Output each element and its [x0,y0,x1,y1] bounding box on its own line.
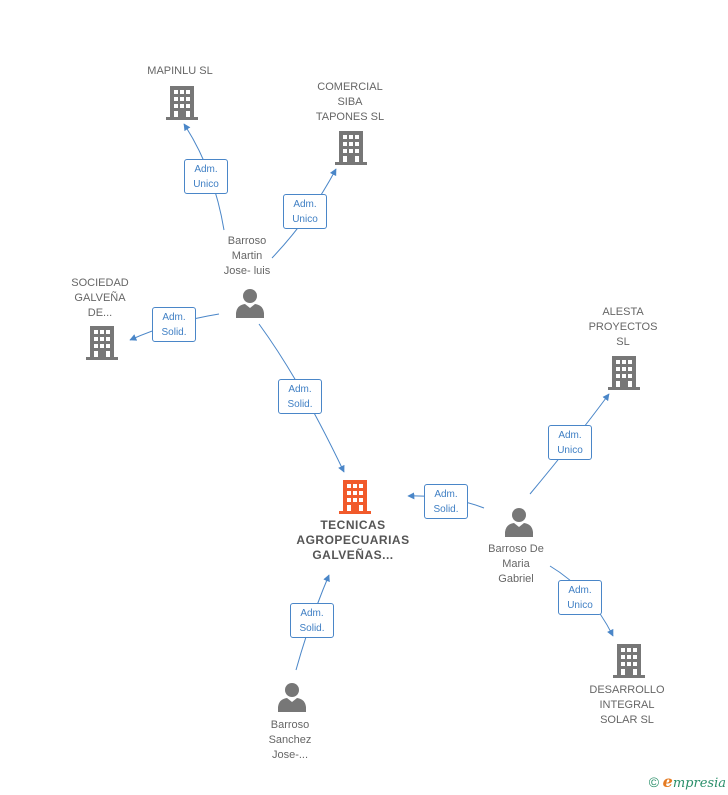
building-icon [335,131,367,165]
empresia-logo: empresia [662,772,726,791]
edge-label-martin-comercial[interactable]: Adm. Unico [283,194,327,229]
building-icon [339,480,371,514]
edge-label-martin-tecnicas[interactable]: Adm. Solid. [278,379,322,414]
edge-label-sanchez-tecnicas[interactable]: Adm. Solid. [290,603,334,638]
person-icon [278,683,306,712]
edge-label-maria-alesta[interactable]: Adm. Unico [548,425,592,460]
company-label-mapinlu: MAPINLU SL [147,65,213,77]
company-label-comercial: COMERCIAL SIBA TAPONES SL [315,81,385,123]
person-node-barroso-martin[interactable] [235,288,265,318]
copyright-symbol: © [648,774,660,790]
edge-label-martin-mapinlu[interactable]: Adm. Unico [184,159,228,194]
building-icon [166,86,198,120]
company-node-sociedad[interactable] [86,326,118,360]
person-icon [236,289,264,318]
edge-label-maria-tecnicas[interactable]: Adm. Solid. [424,484,468,519]
company-node-alesta[interactable] [608,356,640,390]
company-node-mapinlu[interactable] [166,86,198,120]
person-node-barroso-maria[interactable] [504,507,534,537]
company-label-sociedad: SOCIEDAD GALVEÑA DE... [71,277,129,319]
building-icon [608,356,640,390]
person-node-barroso-sanchez[interactable] [277,682,307,712]
edge-label-maria-desarrollo[interactable]: Adm. Unico [558,580,602,615]
company-node-tecnicas[interactable] [339,480,371,514]
company-label-desarrollo: DESARROLLO INTEGRAL SOLAR SL [589,684,665,726]
company-node-desarrollo[interactable] [613,644,645,678]
person-icon [505,508,533,537]
company-node-comercial[interactable] [335,131,367,165]
company-label-tecnicas: TECNICAS AGROPECUARIAS GALVEÑAS... [296,518,410,562]
empresia-footer: © empresia [649,772,726,791]
person-label-barroso-martin: Barroso Martin Jose- luis [223,235,271,277]
company-label-alesta: ALESTA PROYECTOS SL [588,306,658,348]
edge-label-martin-sociedad[interactable]: Adm. Solid. [152,307,196,342]
building-icon [613,644,645,678]
building-icon [86,326,118,360]
person-label-barroso-sanchez: Barroso Sanchez Jose-... [268,719,312,761]
person-label-barroso-maria: Barroso De Maria Gabriel [488,543,544,585]
